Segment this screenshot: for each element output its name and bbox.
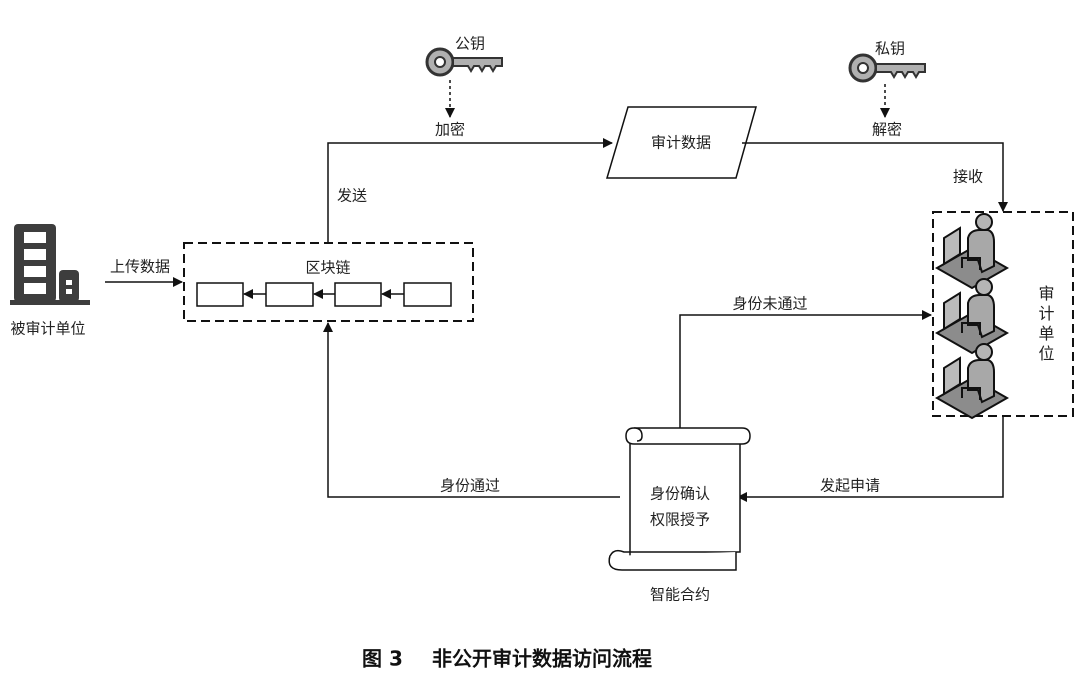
apply-label: 发起申请 <box>820 477 880 495</box>
receive-label: 接收 <box>953 168 983 186</box>
audit-unit-label: 审计单位 <box>1036 285 1055 365</box>
block <box>196 282 244 307</box>
send-arrow <box>327 138 613 243</box>
public-key-icon <box>425 47 504 77</box>
block <box>403 282 452 307</box>
figure-number: 图 3 <box>362 647 403 671</box>
receive-arrow <box>742 142 1008 212</box>
upload-label: 上传数据 <box>110 258 170 276</box>
auditor-icon <box>936 213 1008 289</box>
id-passed-arrow <box>323 322 620 498</box>
figure-title: 非公开审计数据访问流程 <box>432 647 652 671</box>
public-key-label: 公钥 <box>455 35 485 53</box>
decrypt-label: 解密 <box>872 121 902 139</box>
private-key-label: 私钥 <box>875 40 905 58</box>
block <box>334 282 382 307</box>
audited-unit-label: 被审计单位 <box>10 320 85 338</box>
id-failed-arrow <box>679 310 932 428</box>
smart-contract-scroll <box>608 427 751 571</box>
audit-data-label: 审计数据 <box>651 134 711 152</box>
smart-contract-line1: 身份确认 <box>650 485 710 503</box>
encrypt-label: 加密 <box>435 121 465 139</box>
id-passed-label: 身份通过 <box>440 477 500 495</box>
smart-contract-line2: 权限授予 <box>650 511 710 529</box>
block <box>265 282 314 307</box>
auditor-icon <box>936 343 1008 419</box>
building-icon <box>10 224 90 305</box>
apply-arrow <box>737 416 1004 502</box>
blockchain-box <box>183 242 474 322</box>
send-label: 发送 <box>337 187 367 205</box>
blockchain-label: 区块链 <box>305 259 350 277</box>
smart-contract-label: 智能合约 <box>650 586 710 604</box>
id-failed-label: 身份未通过 <box>732 295 807 313</box>
audit-data-node <box>605 106 757 179</box>
private-key-icon <box>848 53 927 83</box>
auditor-icon <box>936 278 1008 354</box>
